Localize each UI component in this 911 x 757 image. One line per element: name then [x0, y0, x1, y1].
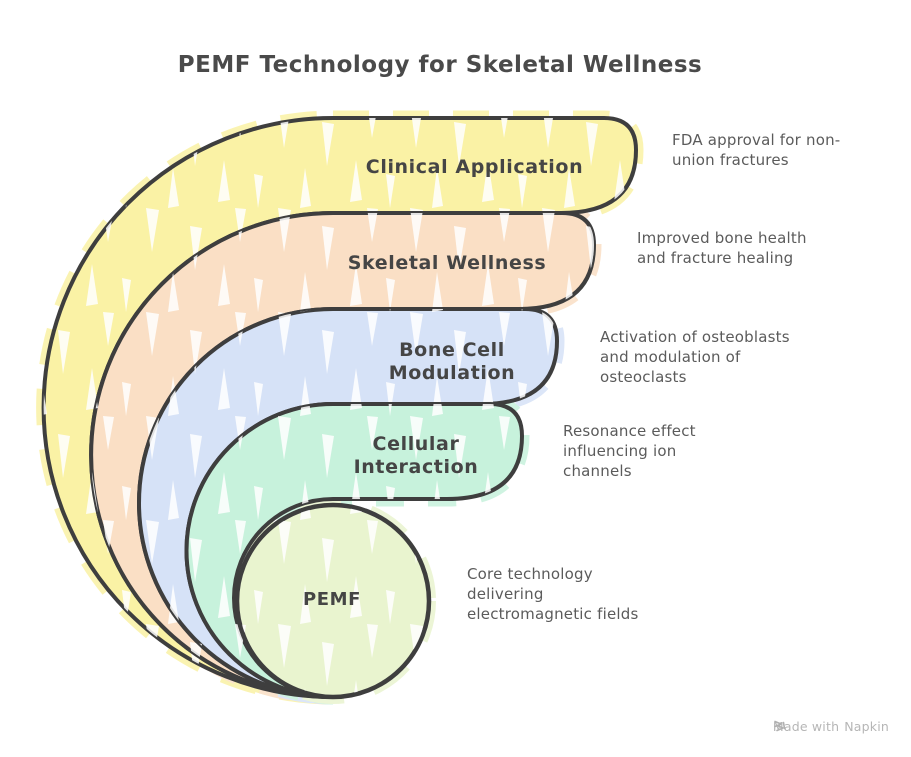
paper-texture — [239, 507, 427, 695]
layer-note-skeletal-wellness: Improved bone health and fracture healin… — [637, 229, 807, 267]
napkin-chevrons-icon — [774, 720, 786, 732]
layer-pemf-core — [234, 502, 432, 700]
layer-note-bone-cell-modulation: Activation of osteoblasts and modulation… — [600, 328, 790, 386]
layer-note-pemf: Core technology delivering electromagnet… — [467, 565, 639, 623]
diagram-title: PEMF Technology for Skeletal Wellness — [177, 52, 703, 78]
made-with-napkin-badge[interactable]: Made with Napkin — [773, 719, 889, 734]
paper-texture — [43, 118, 637, 697]
paper-texture — [91, 213, 595, 697]
layer-label-skeletal-wellness: Skeletal Wellness — [347, 252, 547, 274]
paper-texture — [186, 404, 522, 697]
paper-texture — [139, 309, 557, 697]
napkin-brand-label: Napkin — [844, 719, 889, 734]
layer-note-cellular-interaction: Resonance effect influencing ion channel… — [563, 422, 696, 480]
layer-note-clinical-application: FDA approval for non-union fractures — [672, 131, 841, 169]
layer-label-cellular-interaction: Cellular Interaction — [353, 433, 479, 479]
layer-label-pemf: PEMF — [302, 589, 362, 610]
layer-label-clinical-application: Clinical Application — [365, 156, 584, 178]
made-with-label: Made with — [772, 719, 840, 734]
layer-label-bone-cell-modulation: Bone Cell Modulation — [388, 339, 516, 385]
